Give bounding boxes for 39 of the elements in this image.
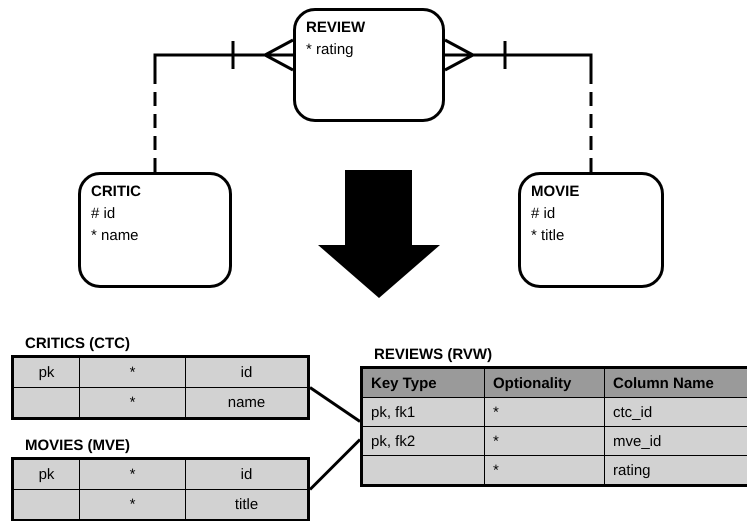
table-title: REVIEWS (RVW) — [373, 345, 494, 365]
column-header: Column Name — [605, 369, 747, 397]
table-title: MOVIES (MVE) — [24, 436, 132, 456]
relationship-line — [154, 38, 294, 172]
table-cell: id — [186, 358, 307, 387]
connector-line — [308, 438, 362, 491]
attribute-text: * rating — [306, 40, 355, 60]
entity-name: REVIEW — [306, 18, 366, 38]
table-cell: pk, fk2 — [363, 427, 484, 455]
attribute-text: * title — [531, 226, 566, 246]
table-cell: * — [485, 427, 604, 455]
table-cell: * — [80, 388, 185, 417]
connector-line — [309, 386, 361, 423]
table-cell: pk, fk1 — [363, 398, 484, 426]
table-cell: title — [186, 490, 307, 519]
table-cell: mve_id — [605, 427, 747, 455]
entity-name: MOVIE — [531, 182, 580, 202]
table-cell: rating — [605, 456, 747, 484]
table-cell: * — [80, 490, 185, 519]
table-cell: pk — [14, 460, 79, 489]
column-header: Optionality — [485, 369, 604, 397]
table-cell: pk — [14, 358, 79, 387]
attribute-text: # id — [531, 204, 556, 224]
table-cell: name — [186, 388, 307, 417]
table-cell: * — [80, 460, 185, 489]
entity-name: CRITIC — [91, 182, 142, 202]
table-cell: * — [485, 456, 604, 484]
table-cell: ctc_id — [605, 398, 747, 426]
attribute-text: # id — [91, 204, 116, 224]
table-cell: * — [485, 398, 604, 426]
entity-box — [518, 172, 664, 288]
relationship-line — [444, 38, 592, 172]
table-cell: id — [186, 460, 307, 489]
table-title: CRITICS (CTC) — [24, 334, 131, 354]
table-cell: * — [80, 358, 185, 387]
entity-box — [78, 172, 232, 288]
column-header: Key Type — [363, 369, 484, 397]
entity-box — [293, 8, 445, 122]
attribute-text: * name — [91, 226, 140, 246]
